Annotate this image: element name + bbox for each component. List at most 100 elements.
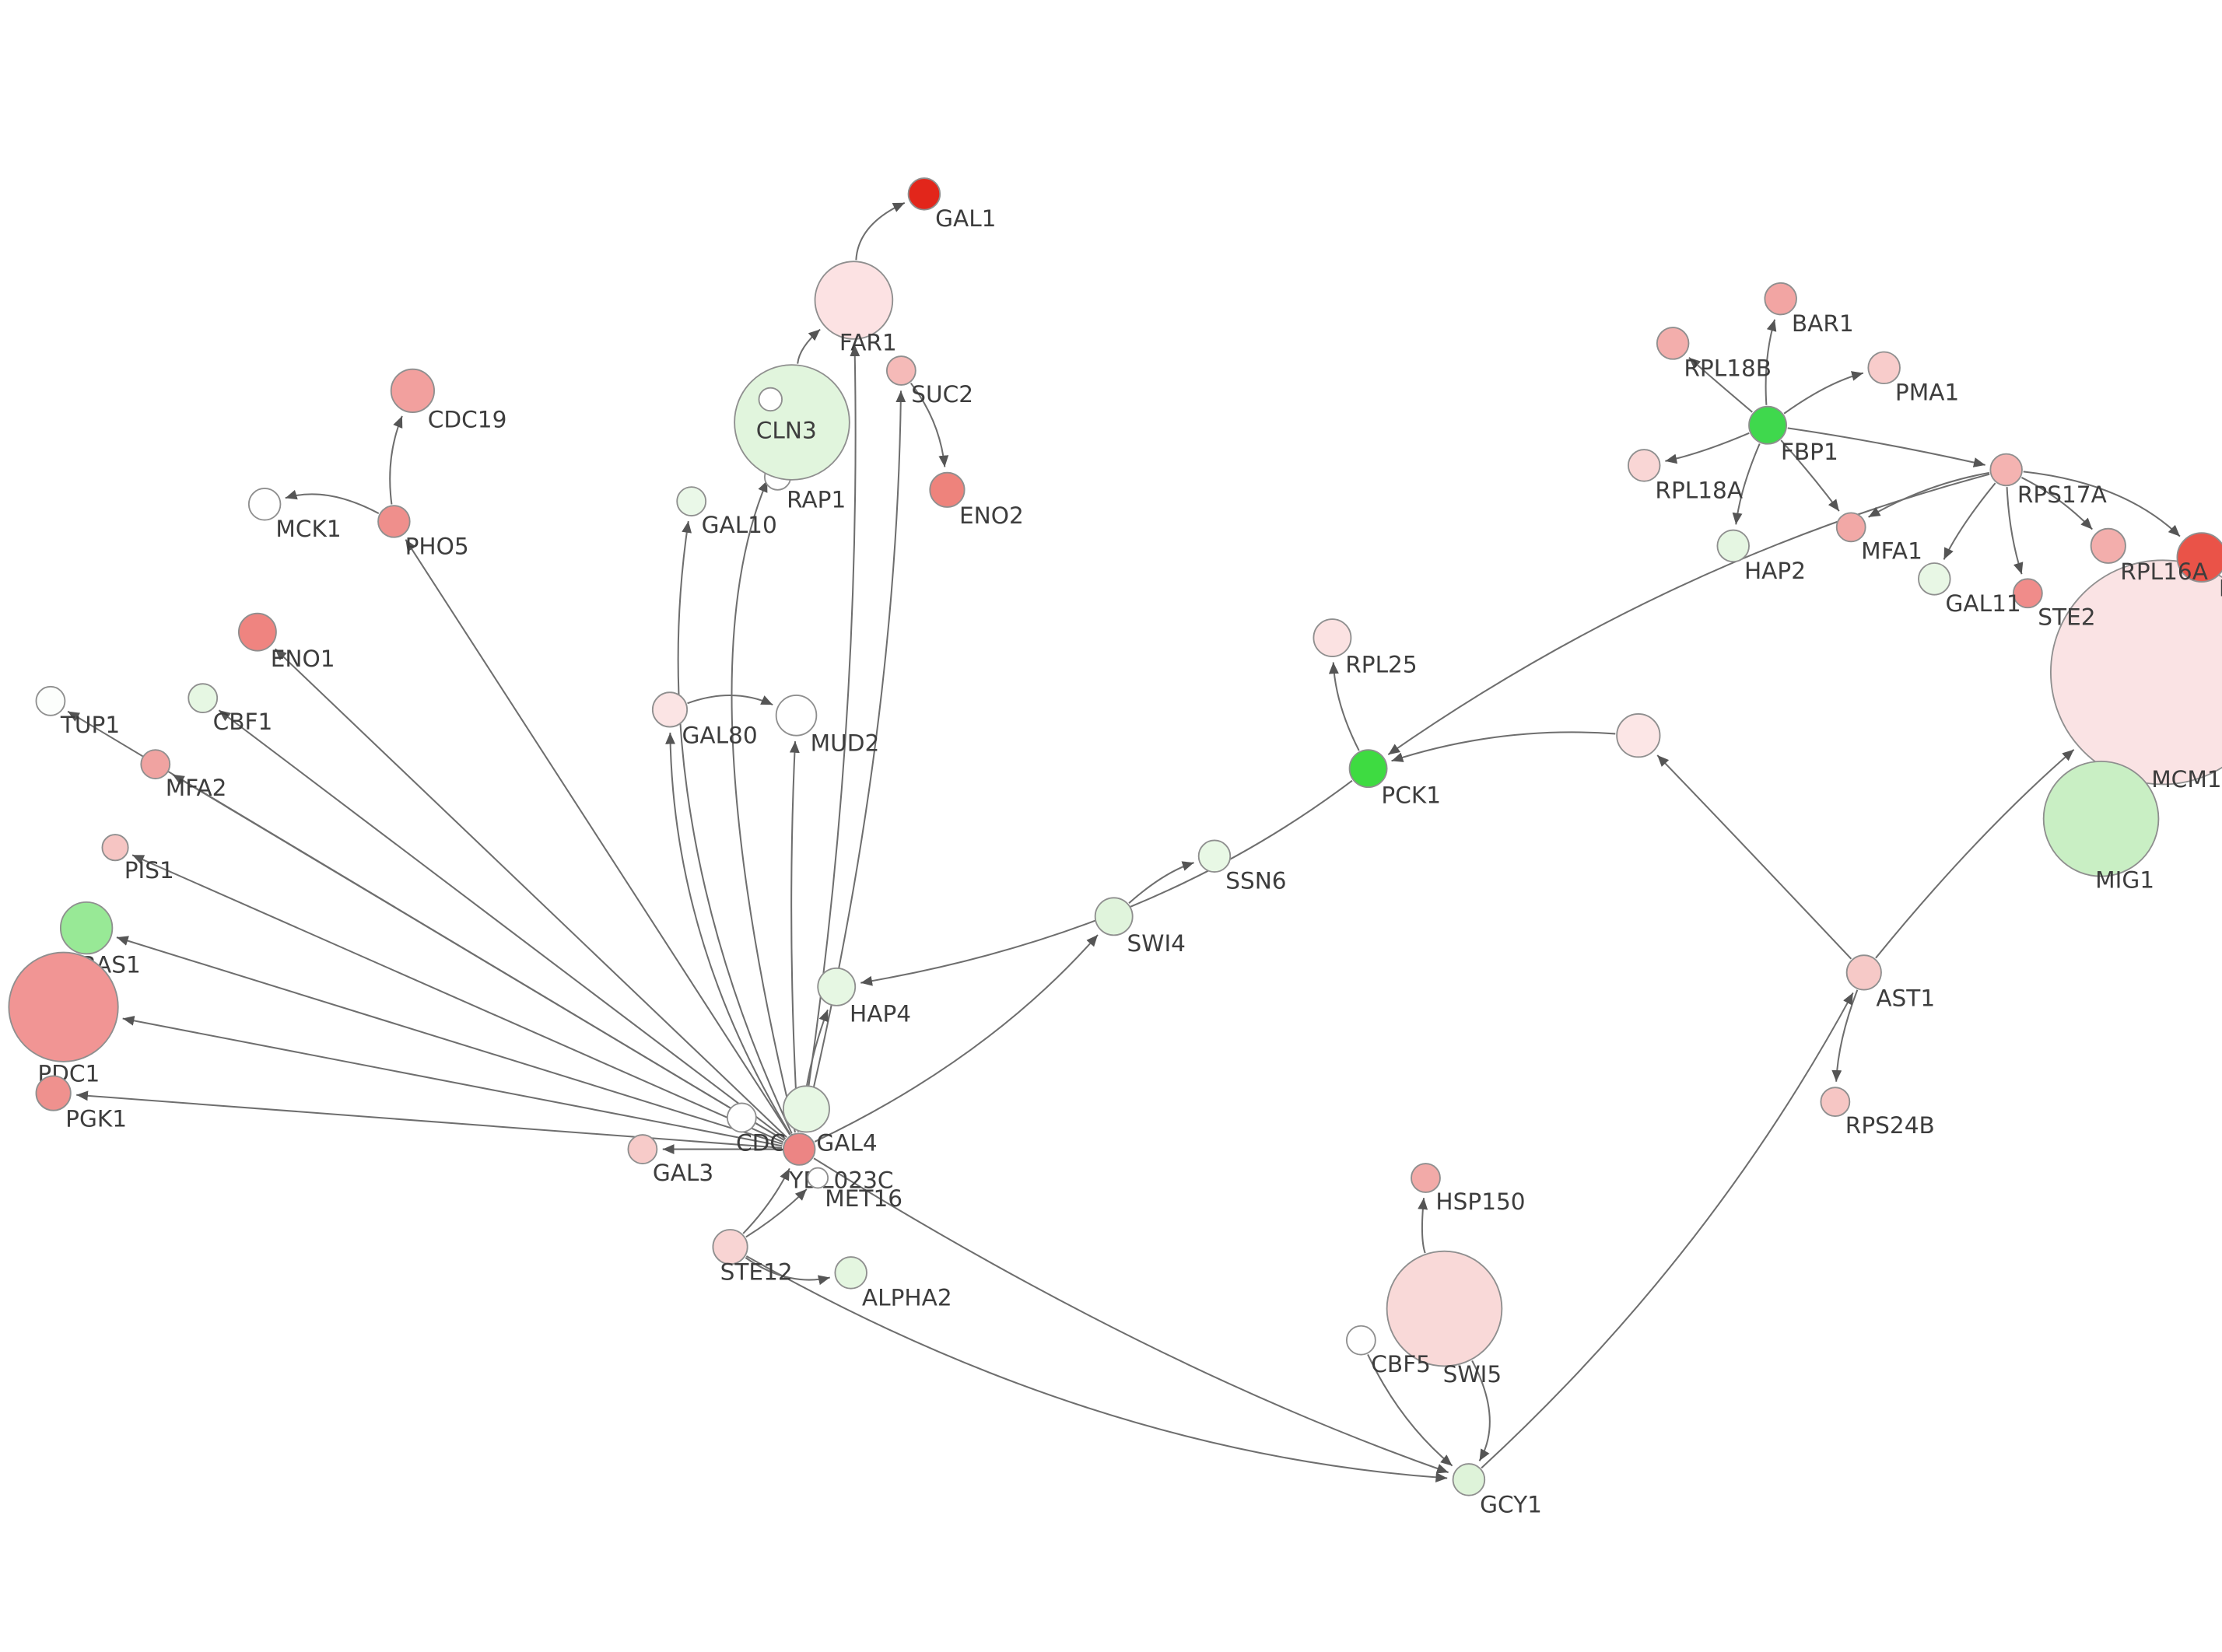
edge-GAL4-ENO1[interactable] [274, 648, 787, 1138]
edge-STE12-ALPHA2[interactable] [745, 1257, 830, 1286]
node-mud2[interactable] [775, 695, 818, 737]
node-pgk1[interactable] [35, 1075, 72, 1111]
node-n1[interactable] [758, 387, 783, 412]
edge-PHO5-MCK1[interactable] [285, 489, 380, 514]
edge-RPS17A-MFA1[interactable] [1868, 471, 1990, 518]
node-ssn6[interactable] [1197, 839, 1232, 873]
node-ydl023c[interactable] [782, 1085, 830, 1133]
edge-CBF5-GCY1[interactable] [1367, 1354, 1453, 1467]
node-mck1[interactable] [247, 488, 282, 521]
edge-FBP1-HAP2[interactable] [1732, 443, 1761, 525]
edge-STE12-GAL4[interactable] [742, 1167, 790, 1234]
node-suc2[interactable] [885, 355, 916, 386]
edge-FBP1-BAR1[interactable] [1765, 319, 1777, 405]
edge-GAL4-PIS1[interactable] [131, 854, 784, 1143]
edge-AST1-MCM1[interactable] [1875, 748, 2075, 959]
node-rpl18a[interactable] [1627, 449, 1661, 482]
edge-GAL4-GCY1[interactable] [813, 1157, 1449, 1474]
node-gal1[interactable] [907, 177, 941, 211]
node-swi4[interactable] [1094, 897, 1134, 936]
node-cdc6[interactable] [726, 1102, 757, 1133]
node-mfa1[interactable] [1835, 512, 1866, 543]
node-tup1[interactable] [35, 685, 66, 716]
node-gal3[interactable] [627, 1134, 658, 1164]
edge-FBP1-RPL18B[interactable] [1688, 356, 1753, 413]
edge-GAL4-PHO5[interactable] [405, 539, 791, 1136]
edge-STE12-GCY1[interactable] [745, 1255, 1448, 1482]
node-ste2[interactable] [2012, 578, 2043, 609]
edge-GAL4-PGK1[interactable] [76, 1090, 783, 1149]
node-rps24b[interactable] [1820, 1087, 1851, 1118]
edge-GAL4-CLN3[interactable] [731, 480, 797, 1133]
node-rps17a[interactable] [1989, 453, 2023, 487]
edge-RPS17A-PCK1[interactable] [1387, 473, 1990, 756]
edge-GCY1-AST1[interactable] [1481, 992, 1854, 1469]
node-n2[interactable] [1616, 713, 1661, 758]
node-bar1[interactable] [1764, 282, 1797, 316]
edge-GAL4-SWI4[interactable] [814, 934, 1099, 1143]
node-pdc1[interactable] [8, 951, 119, 1062]
edge-GAL4-GAL80[interactable] [665, 732, 791, 1136]
edge-GAL4-RAS1[interactable] [116, 936, 783, 1145]
edge-GAL80-MUD2[interactable] [687, 695, 773, 706]
node-hap4[interactable] [817, 967, 857, 1006]
node-gal11[interactable] [1918, 562, 1951, 596]
node-ste12[interactable] [712, 1229, 748, 1265]
edge-RPS17A-GAL11[interactable] [1943, 482, 1996, 560]
edge-GAL4-MUD2[interactable] [789, 740, 800, 1132]
node-cbf1[interactable] [188, 683, 219, 714]
edge-RPS17A-RPL16A[interactable] [2020, 477, 2094, 530]
edge-AST1-RPS24B[interactable] [1831, 989, 1859, 1082]
node-ras1[interactable] [59, 901, 114, 955]
node-pho5[interactable] [377, 505, 411, 538]
edge-GAL4-FAR1[interactable] [801, 345, 860, 1132]
node-gcy1[interactable] [1452, 1463, 1486, 1496]
node-mcm1[interactable] [2050, 559, 2222, 786]
edge-SWI5-HSP150[interactable] [1418, 1198, 1428, 1254]
edge-STE12-MET16[interactable] [745, 1188, 808, 1238]
node-cbf5[interactable] [1345, 1325, 1376, 1356]
edge-FBP1-PMA1[interactable] [1783, 371, 1864, 415]
edge-RPS17A-HIS4[interactable] [2023, 471, 2181, 537]
edge-GAL4-GAL10[interactable] [677, 520, 793, 1134]
edge-FBP1-RPL18A[interactable] [1665, 432, 1750, 464]
node-his4[interactable] [2176, 532, 2222, 583]
node-pis1[interactable] [101, 834, 129, 862]
edge-CLN3-FAR1[interactable] [797, 328, 821, 364]
edge-PCK1-HAP4[interactable] [860, 779, 1353, 986]
edge-SUC2-ENO2[interactable] [909, 382, 949, 467]
node-met16[interactable] [807, 1167, 829, 1189]
node-eno2[interactable] [929, 471, 966, 508]
node-pma1[interactable] [1867, 351, 1901, 385]
node-mig1[interactable] [2042, 760, 2160, 877]
node-rpl16a[interactable] [2090, 527, 2126, 564]
edge-FAR1-GAL1[interactable] [855, 201, 906, 261]
node-pck1[interactable] [1348, 749, 1388, 789]
node-ast1[interactable] [1845, 954, 1882, 991]
edge-GAL4-SUC2[interactable] [802, 390, 906, 1133]
edge-SWI5-GCY1[interactable] [1471, 1360, 1491, 1461]
node-fbp1[interactable] [1748, 405, 1787, 445]
node-alpha2[interactable] [834, 1256, 867, 1290]
edge-RPS17A-STE2[interactable] [2006, 487, 2024, 575]
edge-N2-PCK1[interactable] [1391, 731, 1616, 762]
node-gal10[interactable] [676, 486, 707, 516]
node-hsp150[interactable] [1411, 1163, 1441, 1193]
edge-GAL4-CBF1[interactable] [218, 709, 787, 1140]
node-mfa2[interactable] [140, 749, 171, 779]
node-eno1[interactable] [237, 612, 277, 652]
edge-GAL4-PDC1[interactable] [122, 1015, 783, 1147]
node-rpl18b[interactable] [1656, 327, 1690, 360]
edge-PHO5-CDC19[interactable] [389, 415, 403, 505]
edge-SWI4-SSN6[interactable] [1128, 861, 1194, 904]
node-hap2[interactable] [1716, 529, 1750, 563]
edge-PCK1-RPL25[interactable] [1328, 662, 1360, 751]
node-gal4[interactable] [782, 1132, 816, 1166]
node-gal80[interactable] [651, 691, 689, 728]
node-cln3[interactable] [734, 364, 850, 481]
edge-FBP1-RPS17A[interactable] [1787, 427, 1985, 467]
edge-AST1-N2[interactable] [1656, 754, 1852, 960]
edge-FBP1-MFA1[interactable] [1780, 439, 1840, 512]
node-swi5[interactable] [1386, 1250, 1503, 1367]
